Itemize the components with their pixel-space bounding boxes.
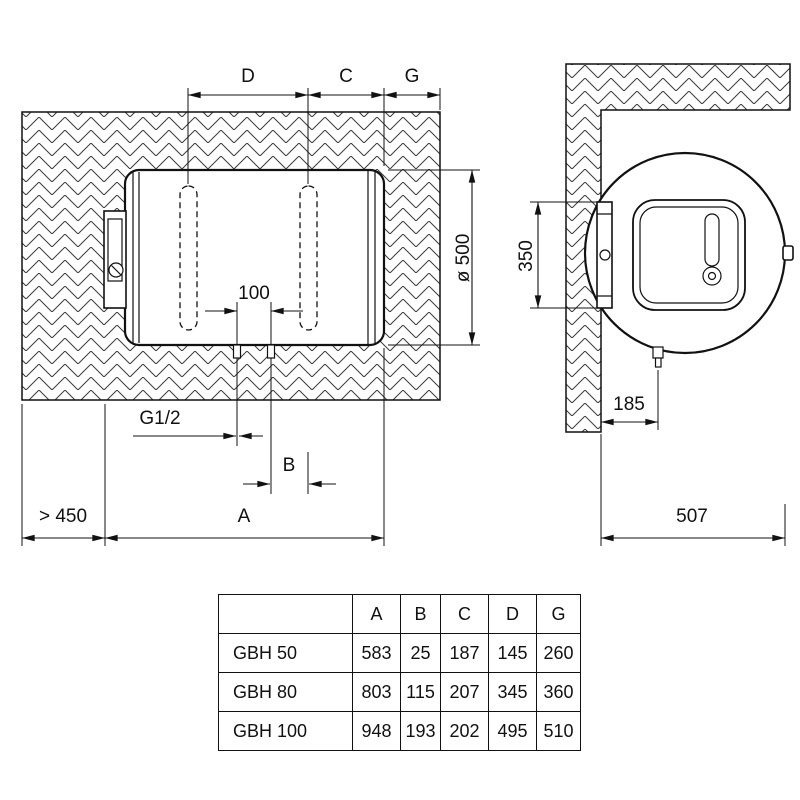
dim-185-group: 185 — [601, 370, 659, 430]
dim-label-c: C — [339, 66, 353, 87]
value-cell-b: 193 — [400, 711, 441, 751]
mounting-strap-right — [299, 185, 318, 331]
mounting-strap-left — [179, 185, 198, 331]
water-pipe-left — [232, 344, 242, 359]
water-pipe-right — [266, 344, 276, 359]
dim-label-507: 507 — [676, 506, 708, 527]
side-view: D C G ø 500 100 G1/2 B — [21, 66, 480, 546]
dim-diameter-extension-lines — [388, 169, 480, 346]
control-cover-inner — [639, 206, 739, 304]
pipe-centerlines — [236, 358, 272, 494]
thermostat-dial-center — [707, 271, 717, 281]
heater-right-cap-lines — [367, 171, 376, 344]
col-header-b: B — [400, 594, 441, 634]
model-cell: GBH 50 — [218, 633, 353, 673]
drain-fitting — [652, 346, 664, 359]
table-row-gbh-100: GBH 100 948 193 202 495 510 — [218, 711, 581, 751]
value-cell-a: 583 — [352, 633, 401, 673]
table-corner-cell — [218, 594, 353, 634]
dim-507-extension-lines — [600, 434, 786, 546]
indicator-slot — [704, 213, 720, 267]
mount-bracket-hooks — [597, 213, 612, 297]
value-cell-a: 948 — [352, 711, 401, 751]
dim-label-g: G — [405, 66, 420, 87]
value-cell-a: 803 — [352, 672, 401, 712]
table-header-row: A B C D G — [218, 594, 581, 634]
col-header-g: G — [536, 594, 581, 634]
value-cell-c: 202 — [440, 711, 489, 751]
model-cell: GBH 80 — [218, 672, 353, 712]
value-cell-c: 187 — [440, 633, 489, 673]
value-cell-d: 345 — [488, 672, 537, 712]
value-cell-g: 360 — [536, 672, 581, 712]
dim-bottom-extension-lines — [21, 348, 385, 546]
value-cell-b: 115 — [400, 672, 441, 712]
dim-label-350: 350 — [516, 240, 537, 272]
mount-screw — [599, 249, 611, 261]
dim-top-extension-lines — [187, 88, 441, 184]
col-header-d: D — [488, 594, 537, 634]
dim-bottom-group: > 450 A — [21, 348, 385, 546]
dim-507-group: 507 — [600, 434, 786, 546]
dim-top-group: D C G — [187, 66, 441, 184]
value-cell-c: 207 — [440, 672, 489, 712]
col-header-a: A — [352, 594, 401, 634]
thread-label: G1/2 — [139, 408, 180, 429]
value-cell-d: 495 — [488, 711, 537, 751]
dim-label-100: 100 — [238, 283, 270, 304]
bracket-screw-slot — [111, 265, 121, 275]
wall-hatch-corner — [565, 63, 791, 433]
dim-label-min-clearance: > 450 — [39, 506, 87, 527]
control-cover — [632, 199, 746, 311]
thread-callout-group: G1/2 — [133, 408, 263, 440]
heater-body — [123, 168, 386, 347]
dimension-table: A B C D G GBH 50 583 25 187 145 260 GBH … — [218, 594, 581, 751]
value-cell-b: 25 — [400, 633, 441, 673]
dim-label-diameter: ø 500 — [453, 234, 474, 283]
side-fitting — [782, 245, 794, 261]
dim-label-a: A — [238, 506, 251, 527]
dim-b-group: B — [243, 452, 336, 494]
col-header-c: C — [440, 594, 489, 634]
dim-350-group: 350 — [516, 201, 597, 309]
dim-label-d: D — [241, 66, 255, 87]
table-row-gbh-80: GBH 80 803 115 207 345 360 — [218, 672, 581, 712]
value-cell-d: 145 — [488, 633, 537, 673]
table-row-gbh-50: GBH 50 583 25 187 145 260 — [218, 633, 581, 673]
dim-label-b: B — [283, 455, 296, 476]
value-cell-g: 510 — [536, 711, 581, 751]
model-cell: GBH 100 — [218, 711, 353, 751]
dim-diameter-group: ø 500 — [388, 169, 480, 346]
value-cell-g: 260 — [536, 633, 581, 673]
front-view: 350 185 507 — [516, 63, 794, 546]
heater-left-cap-lines — [132, 172, 140, 343]
dim-label-185: 185 — [613, 394, 645, 415]
drain-fitting-tip — [654, 357, 662, 368]
dim-pipe-spacing-group: 100 — [205, 283, 303, 345]
